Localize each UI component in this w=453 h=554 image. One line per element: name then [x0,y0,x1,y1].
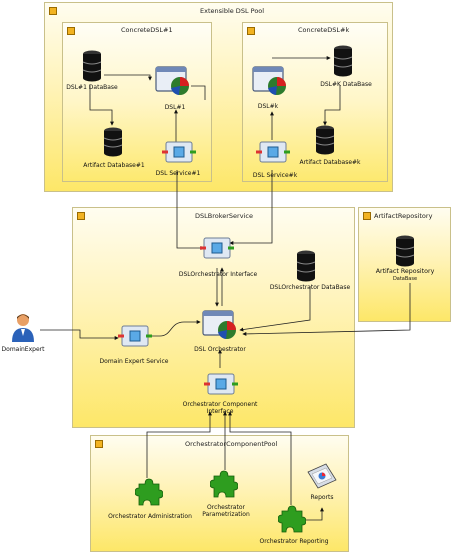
pool-badge-icon [49,7,57,15]
wire-orchdb-orchestrator [239,286,311,332]
orchestrator-parametrization-label-2: Parametrization [202,511,250,518]
domain-expert-service-label: Domain Expert Service [99,358,169,365]
wire-dsl1-out [191,85,206,100]
database-icon [315,125,335,155]
orchestrator-component-pool-title: OrchestratorComponentPool [185,440,278,448]
artifact-repository-database-label: Artifact Repository [375,268,435,275]
wire-repo-orchestrator [242,283,411,336]
database-icon [333,45,353,77]
database-icon [296,250,316,282]
concrete-dsl-1-title: ConcreteDSL#1 [121,26,173,34]
dsl-service-1-label: DSL Service#1 [155,170,201,177]
pool-badge-icon [95,440,103,448]
wire-dsl1db-dsl1 [104,74,152,81]
dsl-orchestrator-label: DSL Orchestrator [194,346,246,353]
wire-service-orchestrator [145,320,201,337]
dsl-window-icon [155,66,189,95]
orchestrator-reporting-label: Orchestrator Reporting [259,538,329,545]
dsl-window-icon [202,310,236,339]
dsl1-database-label: DSL#1 DataBase [66,84,118,91]
dslk-label: DSL#k [257,103,279,110]
wire-servicek-interface [229,170,273,245]
artifact-repository-database-label-2: DataBase [392,276,418,282]
database-icon [103,127,123,157]
pool-badge-icon [247,27,255,35]
wire-service1-interface [176,170,205,250]
wire-dsl1db-artifact1 [89,85,114,126]
extensible-dsl-pool-title: Extensible DSL Pool [200,7,265,15]
dsl-service-k-label: DSL Service#k [252,172,298,179]
puzzle-icon [135,478,163,506]
pool-badge-icon [67,27,75,35]
wire-admin-up [146,411,212,478]
puzzle-icon [210,470,238,498]
database-icon [82,50,102,82]
reports-label: Reports [310,494,334,501]
user-icon [12,314,34,342]
orchestrator-component-pool: OrchestratorComponentPool [90,435,349,552]
wire-reporting-reports [304,507,324,521]
artifact-repository-title: ArtifactRepository [374,212,433,220]
dsl-broker-service-title: DSLBrokerService [195,212,253,220]
wire-reporting-up [228,411,292,505]
component-interface-label-2: Interface [206,408,234,415]
database-icon [395,235,415,267]
dsl-window-icon [252,66,286,95]
service-icon [118,325,152,347]
pool-badge-icon [363,212,371,220]
domain-expert-label: DomainExpert [1,346,45,353]
pool-badge-icon [77,212,85,220]
service-icon [204,373,238,395]
dslk-database-label: DSL#K DataBase [320,81,372,88]
service-icon [162,141,196,163]
concrete-dsl-k-title: ConcreteDSL#k [298,26,350,34]
component-interface-label: Orchestrator Component [182,401,258,408]
orchestrator-parametrization-label: Orchestrator [207,504,245,511]
orchestrator-database-label: DSLOrchestrator DataBase [269,284,351,291]
service-icon [256,141,290,163]
service-icon [200,237,234,259]
orchestrator-interface-label: DSLOrchestrator Interface [178,271,258,278]
puzzle-icon [278,505,306,533]
dsl1-label: DSL#1 [164,104,186,111]
wire-dbk-artifactk [323,85,341,126]
orchestrator-administration-label: Orchestrator Administration [108,513,192,520]
artifact-database-1-label: Artifact Database#1 [83,162,145,169]
artifact-database-k-label: Artifact Database#k [299,159,361,166]
wire-expert-service [40,329,119,340]
reports-icon [307,463,337,489]
